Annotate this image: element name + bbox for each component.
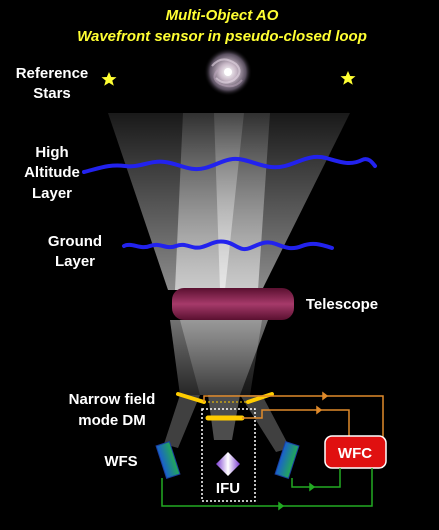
dm-label-1: Narrow field (69, 391, 156, 408)
wfs-data-lines (161, 468, 373, 511)
dm-control-loop (203, 391, 384, 447)
ground-turbulence (122, 239, 334, 252)
reference-stars-label-1: Reference (16, 65, 89, 82)
high-altitude-label-2: Altitude (24, 164, 80, 181)
wfc-label: WFC (338, 445, 372, 462)
title-line-2: Wavefront sensor in pseudo-closed loop (77, 28, 367, 45)
ifu-prism-icon (216, 452, 240, 476)
ground-layer-label-2: Layer (55, 253, 95, 270)
high-altitude-turbulence (82, 155, 377, 174)
ground-layer-label-1: Ground (48, 233, 102, 250)
star-icon (101, 72, 117, 86)
reference-stars-label-2: Stars (33, 85, 71, 102)
telescope-label: Telescope (306, 296, 378, 313)
high-altitude-label-3: Layer (32, 185, 72, 202)
telescope-lens (172, 288, 294, 320)
title-line-1: Multi-Object AO (166, 7, 279, 24)
wfc-box (324, 435, 387, 469)
star-icon (340, 71, 356, 85)
galaxy-icon (204, 48, 252, 96)
ifu-box (201, 408, 256, 502)
ifu-label: IFU (216, 480, 240, 497)
wfs-detector-icon (155, 441, 181, 479)
high-altitude-label-1: High (35, 144, 68, 161)
dm-label-2: mode DM (78, 412, 146, 429)
wfs-detector-icon (274, 441, 300, 479)
wfs-label: WFS (104, 453, 137, 470)
